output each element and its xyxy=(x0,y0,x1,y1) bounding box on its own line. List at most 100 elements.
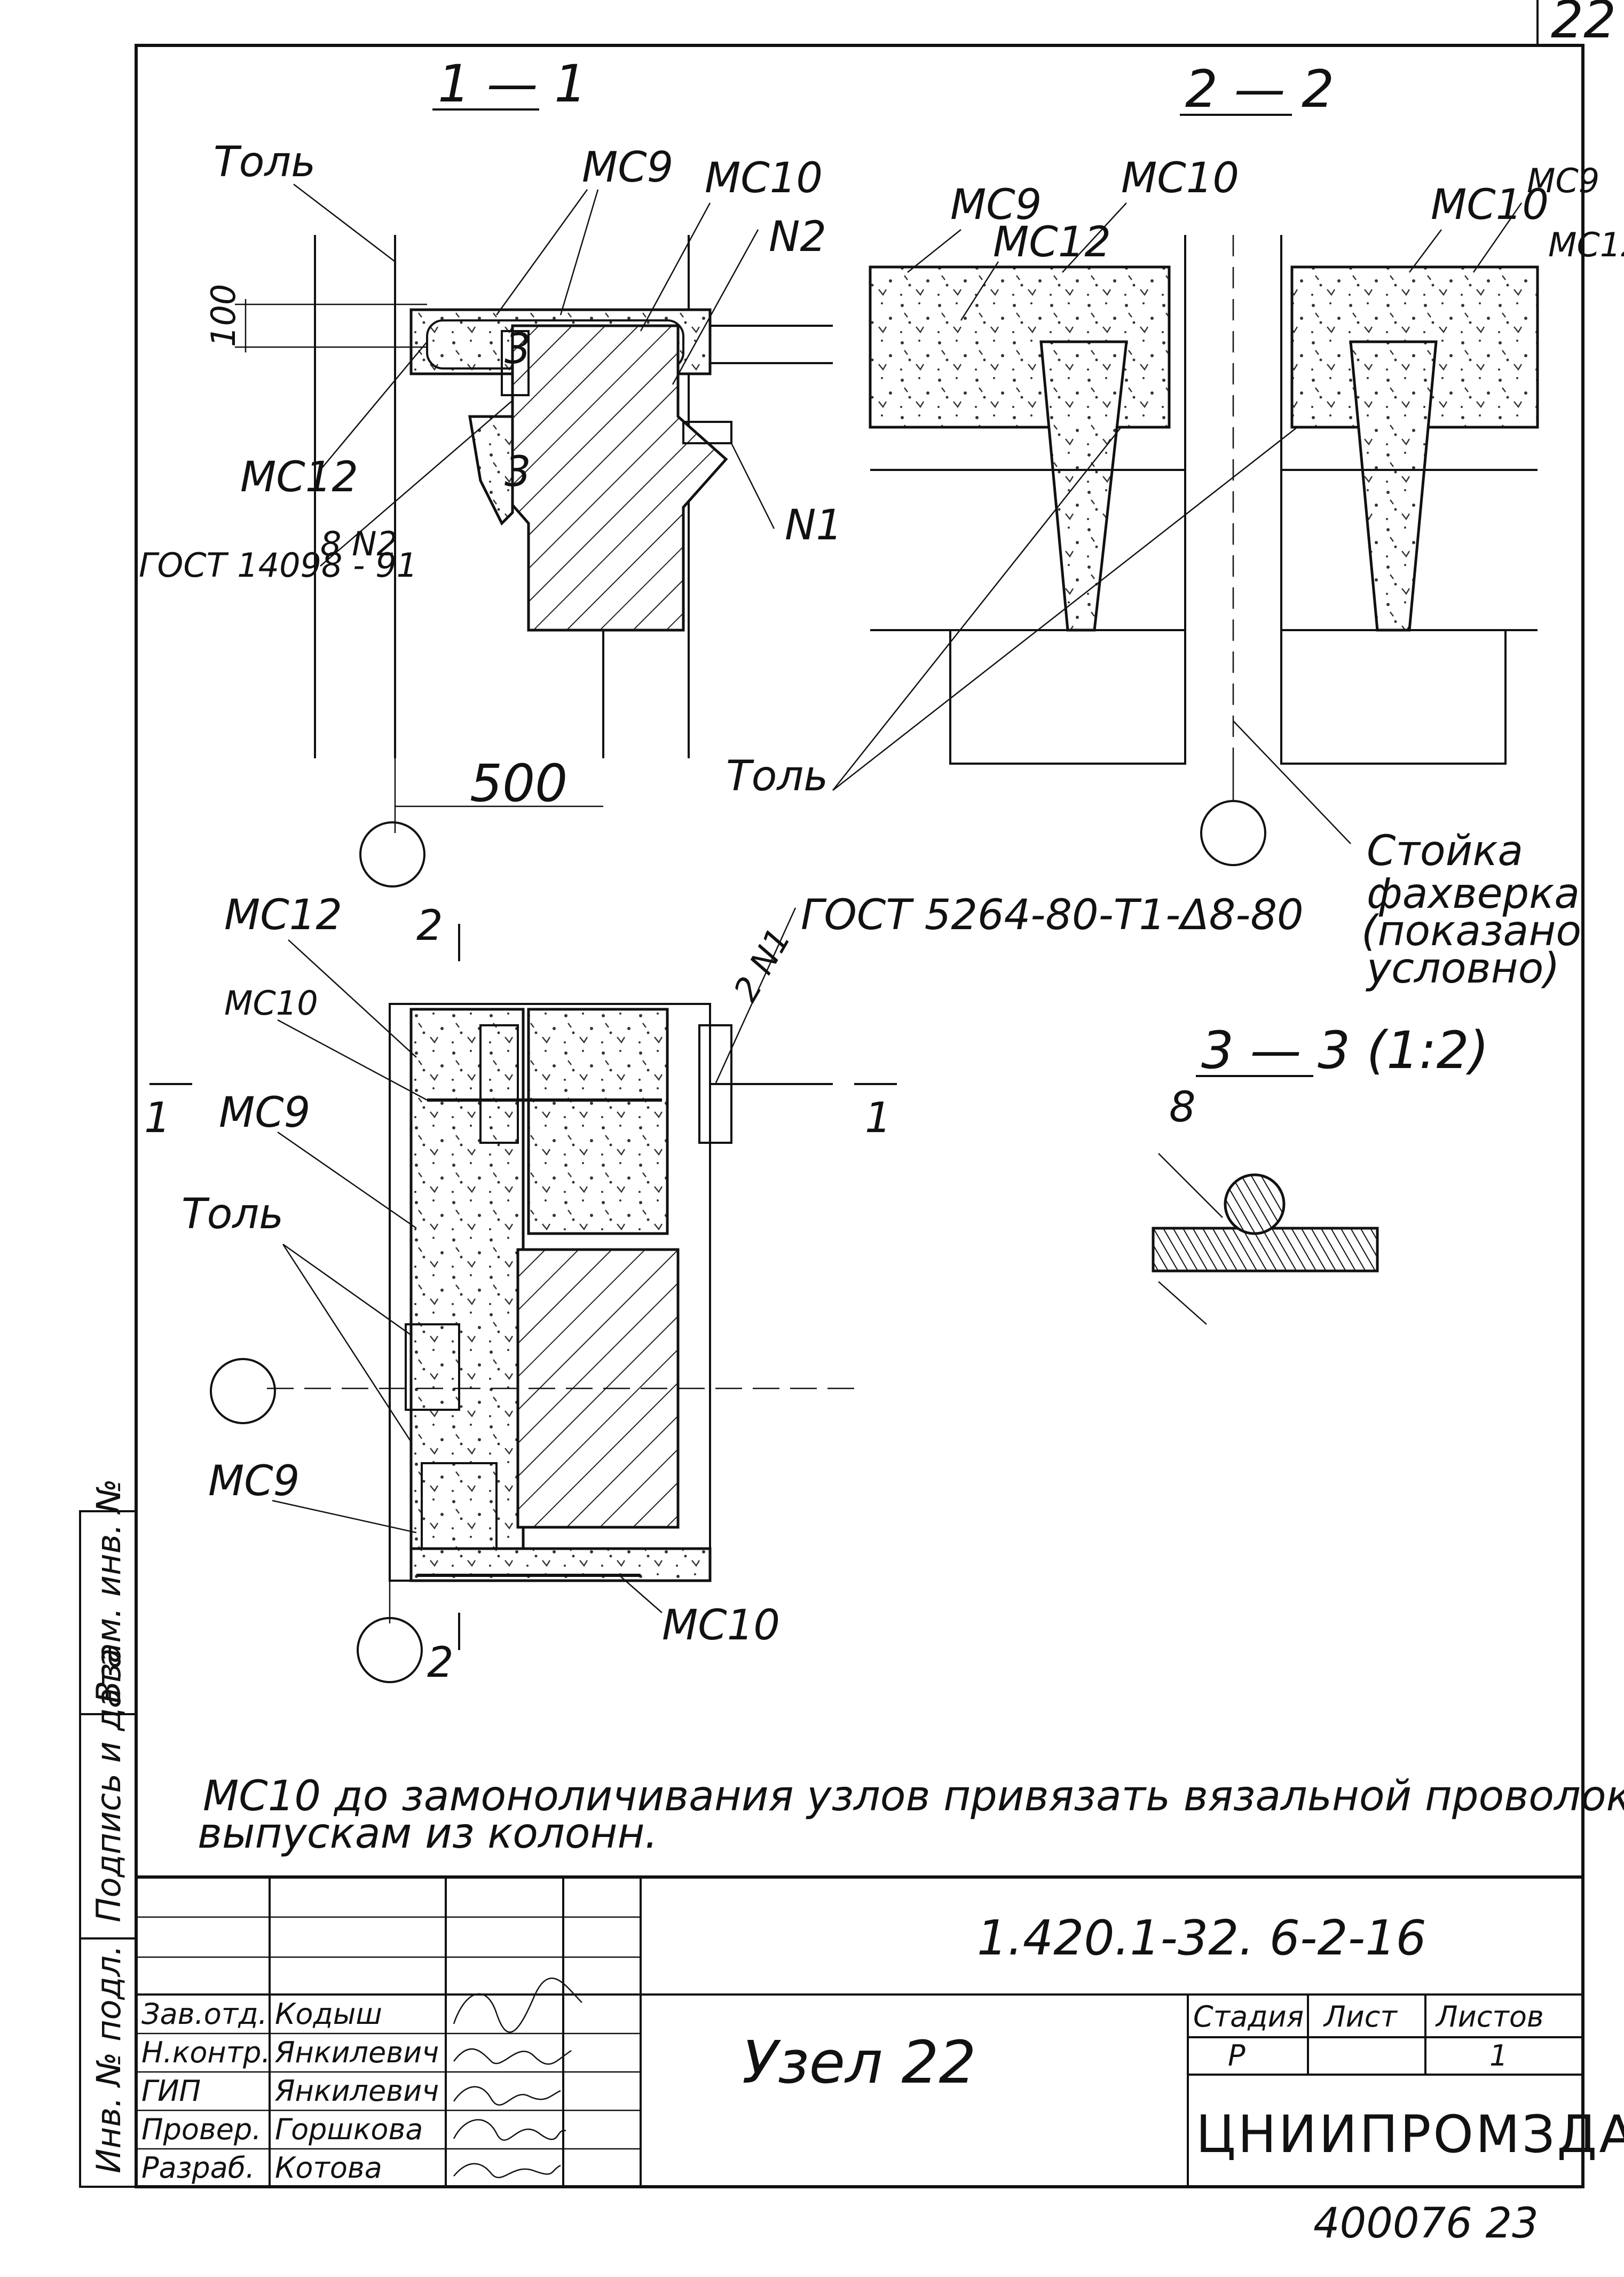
sheet-number: 22 xyxy=(1551,0,1616,50)
cut-2-top-text: 2 xyxy=(416,902,443,950)
label-n2: N2 xyxy=(769,213,826,261)
leader-mc12-plan xyxy=(288,939,417,1058)
axis-bubble-plan-bottom xyxy=(357,1617,423,1683)
section-2-2: 2 — 2 МС9 МС10 МС12 МС10 МС9 МС12 Толь С… xyxy=(726,59,1624,993)
dim-500-text: 500 xyxy=(470,753,567,813)
label-mc12-2-2a: МС12 xyxy=(993,218,1111,266)
leader-n2 xyxy=(672,229,759,385)
label-mc12-plan: МС12 xyxy=(224,891,342,939)
plan-slab-left xyxy=(409,1008,525,1577)
tb-name-5: Котова xyxy=(275,2151,382,2185)
label-mc9-2-2a: МС9 xyxy=(950,181,1042,229)
label-2n1: 2 N1 xyxy=(726,921,799,1008)
leader-mc10-plan-top xyxy=(277,1019,428,1101)
leader-mc9-2-2a xyxy=(907,229,961,273)
leader-mc9-2-2b xyxy=(1472,202,1523,273)
side-stamp-vzam: Взам. инв. № xyxy=(89,1479,128,1703)
leader-mc9-plan-bottom xyxy=(272,1499,417,1534)
tb-sheets-header: Листов xyxy=(1435,2000,1544,2033)
signature-3 xyxy=(453,2086,561,2106)
axis-bubble-1-1 xyxy=(359,821,425,888)
tb-role-3: ГИП xyxy=(141,2074,201,2108)
section-mark-3-bottom: 3 xyxy=(504,448,531,496)
leader-mc10-plan-bottom xyxy=(619,1575,663,1613)
cut-1-right-text: 1 xyxy=(865,1094,892,1142)
label-uslovno: условно) xyxy=(1366,945,1560,993)
tb-role-5: Разраб. xyxy=(141,2151,255,2185)
dim-100-text: 100 xyxy=(204,284,243,347)
tb-role-4: Провер. xyxy=(141,2113,261,2146)
leader-n1 xyxy=(730,443,775,529)
label-mc10-plan-bottom: МС10 xyxy=(662,1601,780,1650)
leader-mc10-2-2b xyxy=(1409,229,1442,273)
lower-column-left xyxy=(949,629,1186,765)
label-n1: N1 xyxy=(785,501,842,549)
side-stamp-frame xyxy=(79,1510,137,2188)
plan-embed-d xyxy=(421,1462,498,1550)
label-fakhverka: фахверка xyxy=(1367,870,1580,918)
label-mc9-plan-bottom: МС9 xyxy=(208,1457,299,1505)
tb-name-3: Янкилевич xyxy=(274,2074,439,2108)
leader-tol-plan-b xyxy=(282,1244,412,1442)
label-gost-5264: ГОСТ 5264-80-Т1-Δ8-80 xyxy=(801,891,1304,939)
tb-sheets-value: 1 xyxy=(1489,2039,1508,2072)
side-stamp-podpis: Подпись и дата xyxy=(89,1648,128,1922)
signature-2 xyxy=(453,2048,572,2065)
section-mark-3-top: 3 xyxy=(504,325,531,373)
leader-stoika xyxy=(1233,720,1351,844)
tb-title: Узел 22 xyxy=(742,2028,976,2097)
side-stamp: Взам. инв. № Подпись и дата Инв. № подл. xyxy=(79,1479,137,2188)
leader-tol-plan-a xyxy=(282,1243,412,1336)
plan-embed-a xyxy=(405,1323,460,1411)
axis-bubble-2-2 xyxy=(1200,800,1266,866)
lower-column-right xyxy=(1280,629,1507,765)
tb-name-2: Янкилевич xyxy=(274,2036,439,2069)
label-gost-14098: ГОСТ 14098 - 91 xyxy=(139,546,417,585)
dim-8-text: 8 xyxy=(1169,1083,1196,1132)
weld-plate xyxy=(1152,1227,1379,1273)
label-pokazano: (показано xyxy=(1361,907,1581,955)
tb-role-2: Н.контр. xyxy=(141,2036,271,2069)
leader-8n2 xyxy=(320,400,513,567)
column-head-left xyxy=(1039,340,1128,632)
plate-n1 xyxy=(682,421,732,444)
leader-mc12-2-2a xyxy=(960,261,999,321)
leader-tol-1-1 xyxy=(293,184,396,262)
title-block: Зав.отд. Кодыш Н.контр. Янкилевич ГИП Ян… xyxy=(135,1875,1624,2188)
tb-name-4: Горшкова xyxy=(275,2113,423,2146)
cut-2-bottom-text: 2 xyxy=(427,1639,454,1687)
archive-number: 400076 23 xyxy=(1313,2200,1539,2248)
axis-bubble-plan-left xyxy=(210,1358,276,1424)
section-3-3-title: 3 — 3 (1:2) xyxy=(1201,1020,1489,1080)
leader-mc9-plan-top xyxy=(277,1131,417,1229)
section-1-1-title: 1 — 1 xyxy=(438,54,587,114)
bracket-left xyxy=(468,415,514,526)
weld-bar xyxy=(1224,1173,1286,1235)
note-line-2: выпускам из колонн. xyxy=(198,1810,658,1858)
label-mc10-2-2a: МС10 xyxy=(1121,154,1239,202)
label-tol-1-1: Толь xyxy=(214,138,316,186)
cut-1-left-text: 1 xyxy=(144,1094,171,1142)
tb-stage-header: Стадия xyxy=(1193,2000,1304,2033)
label-stoika: Стойка xyxy=(1367,827,1523,875)
label-tol-plan: Толь xyxy=(182,1190,283,1238)
leader-mc9-1-1b xyxy=(559,189,599,316)
label-mc9-plan-top: МС9 xyxy=(219,1089,310,1137)
tb-cipher: 1.420.1-32. 6-2-16 xyxy=(977,1910,1426,1966)
column-head-right xyxy=(1349,340,1438,632)
tb-role-1: Зав.отд. xyxy=(141,1997,267,2031)
signature-5 xyxy=(453,2163,561,2178)
label-8n2: 8 N2 xyxy=(320,524,398,563)
label-tol-2-2: Толь xyxy=(726,752,828,800)
leader-mc12-1-1 xyxy=(320,341,428,470)
label-mc10-2-2b: МС10 xyxy=(1431,181,1549,229)
section-3-3: 3 — 3 (1:2) 8 xyxy=(1152,1020,1489,1325)
label-mc9-1-1: МС9 xyxy=(582,144,673,192)
label-mc10-1-1: МС10 xyxy=(705,154,823,202)
plan-view: 2 2 1 1 МС12 МС10 МС9 Толь МС9 МС10 2 N1… xyxy=(144,891,1304,1687)
label-mc12-1-1: МС12 xyxy=(240,453,358,501)
side-stamp-inv: Инв. № подл. xyxy=(89,1945,128,2173)
signature-4 xyxy=(453,2119,566,2141)
tb-sheet-header: Лист xyxy=(1323,2000,1398,2033)
